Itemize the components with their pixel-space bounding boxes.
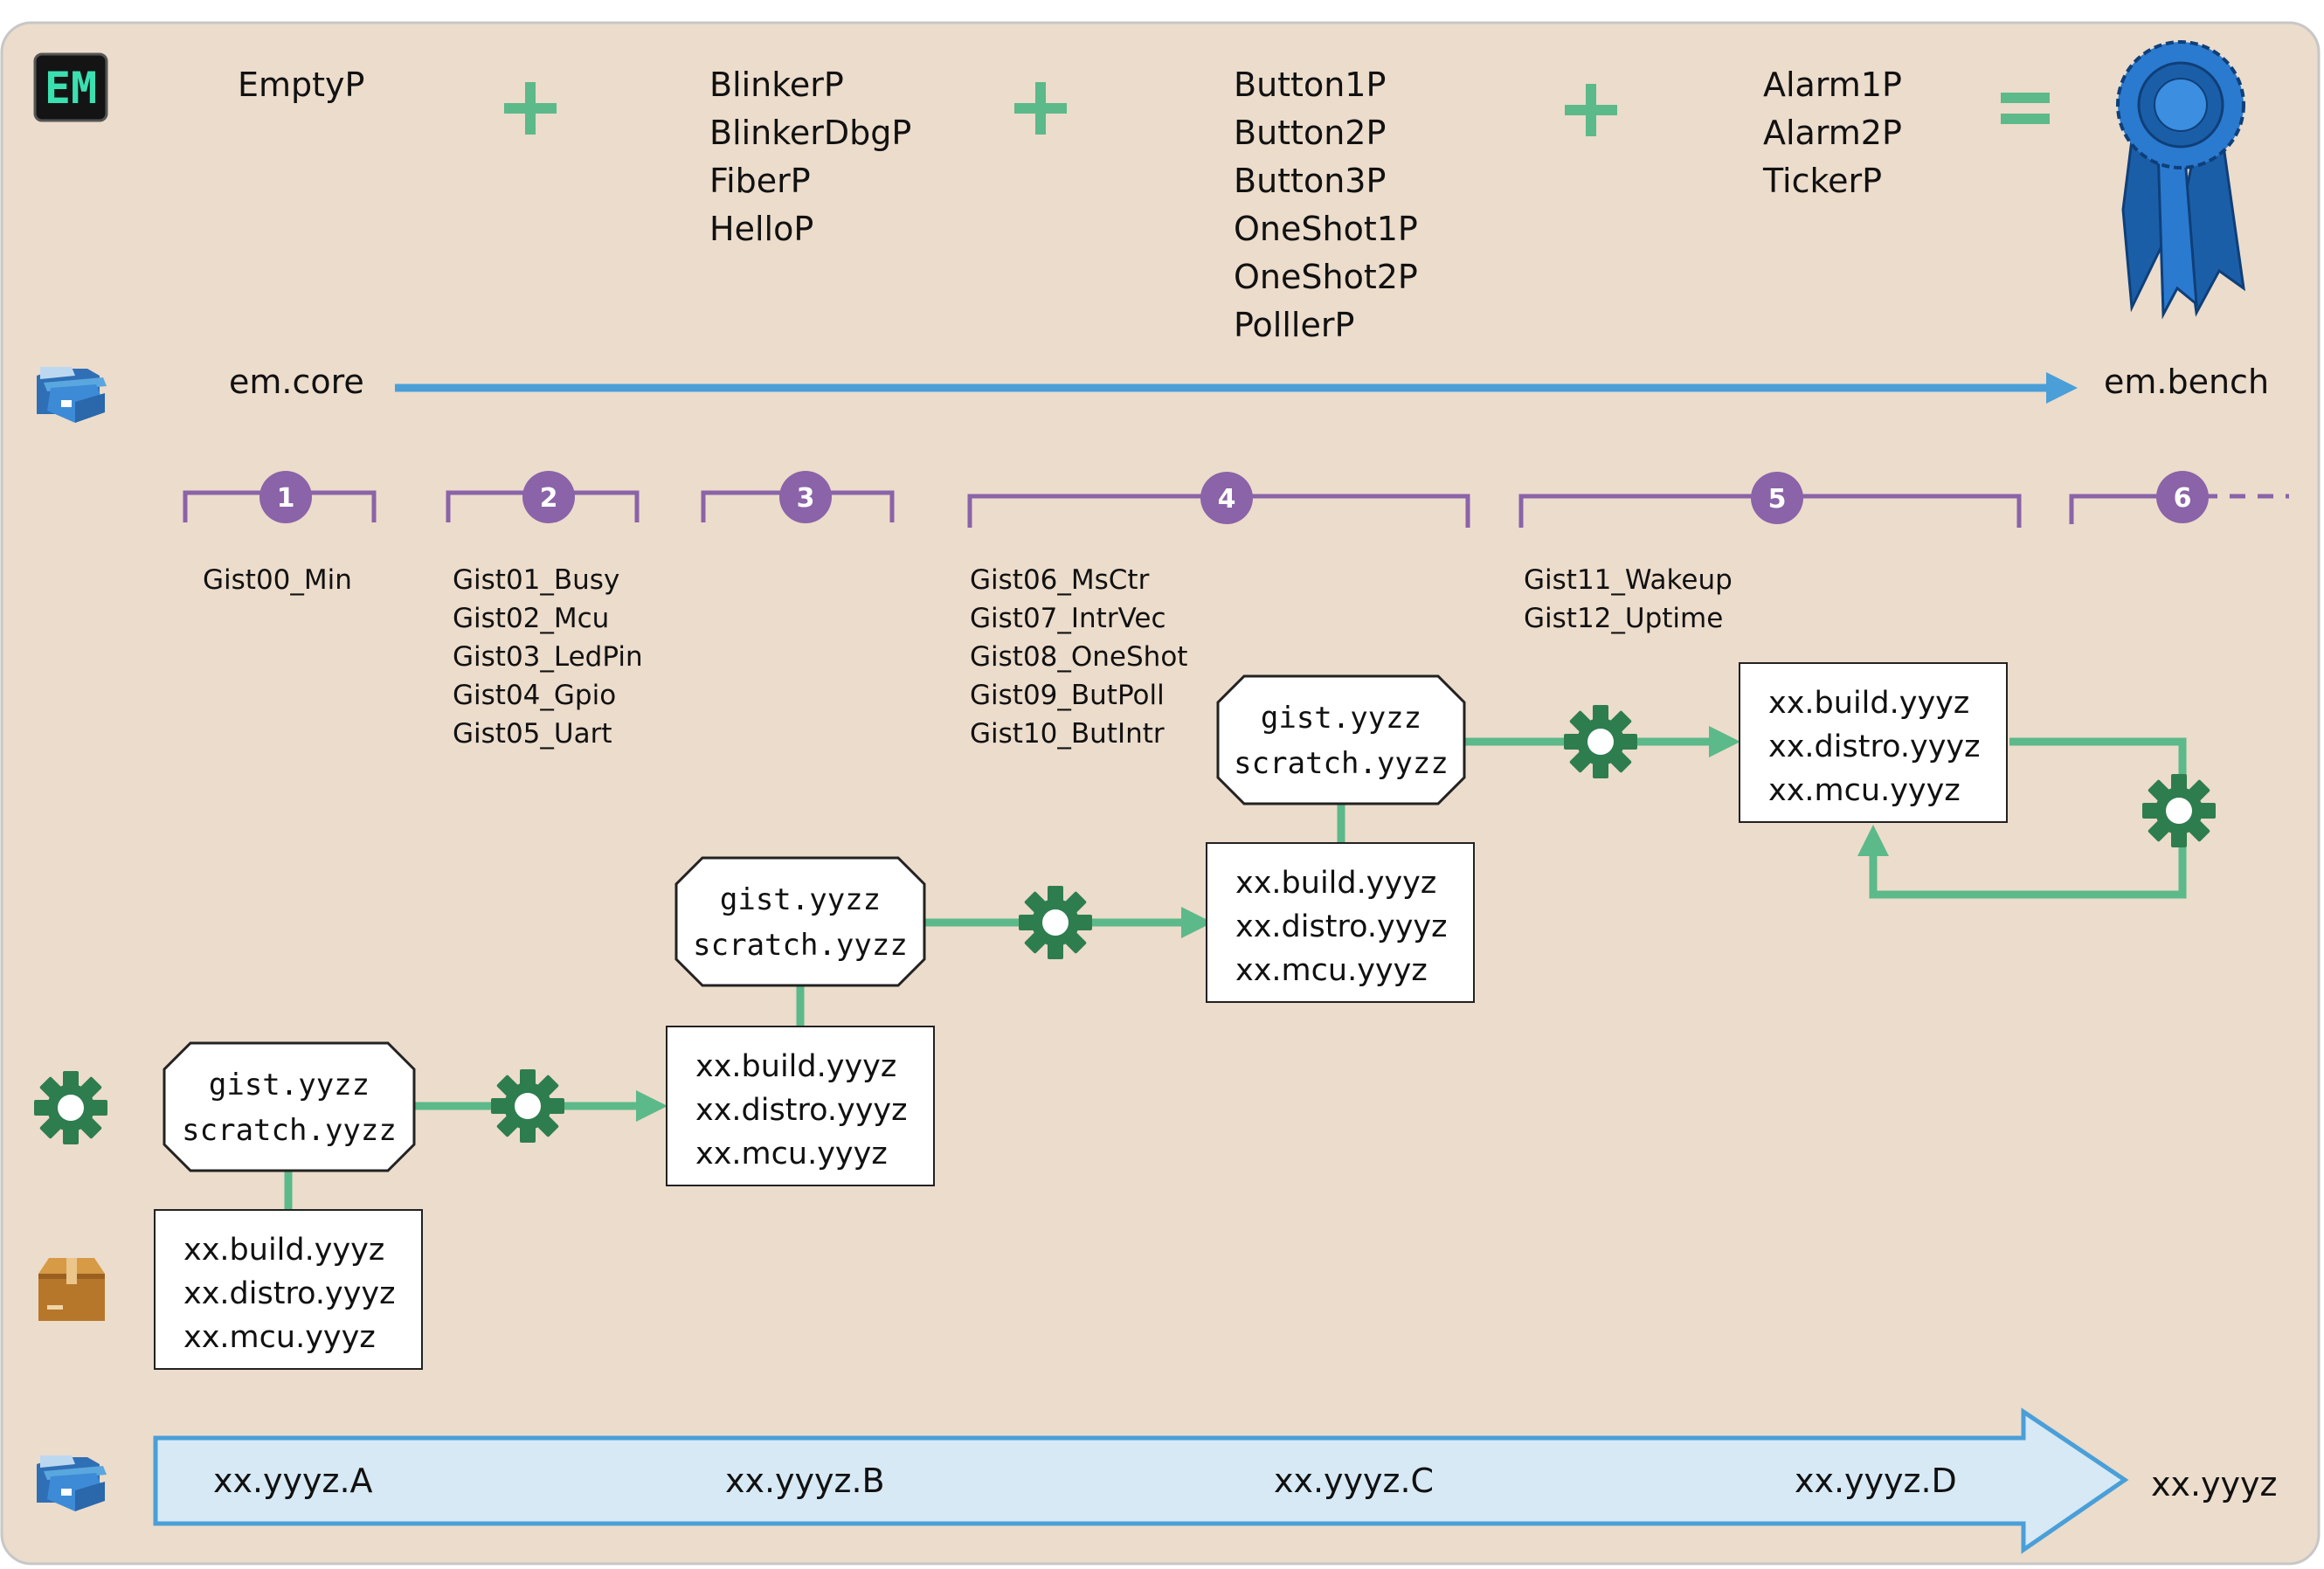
version-label-b: xx.yyyz.B: [725, 1462, 885, 1500]
version-label-a: xx.yyyz.A: [213, 1462, 373, 1500]
output-file: xx.build.yyyz: [1235, 866, 1437, 901]
package-label: OneShot1P: [1234, 210, 1418, 248]
source-file: scratch.yyzz: [1234, 746, 1449, 781]
output-file: xx.distro.yyyz: [1235, 909, 1448, 944]
repo-progress-arrow: [395, 372, 2078, 404]
package-label: EmptyP: [238, 66, 365, 104]
build-gear-2: [1019, 886, 1092, 959]
package-label: FiberP: [709, 162, 811, 200]
package-label: Alarm2P: [1763, 114, 1902, 152]
source-file: gist.yyzz: [208, 1068, 370, 1102]
package-label: Button2P: [1234, 114, 1387, 152]
em-logo-icon: EM: [33, 52, 108, 122]
flow-arrowheads: [636, 726, 1889, 1122]
output-file: xx.distro.yyyz: [1768, 729, 1981, 764]
gear-icon: [34, 1071, 107, 1144]
output-file: xx.mcu.yyyz: [1768, 773, 1961, 808]
output-box-3: xx.build.yyyz xx.distro.yyyz xx.mcu.yyyz: [1206, 842, 1475, 1003]
ribbon-award-icon: [2116, 40, 2245, 320]
diagram-background: [0, 21, 2321, 1566]
source-file: scratch.yyzz: [693, 928, 908, 963]
source-file: gist.yyzz: [719, 882, 882, 917]
step-circle-4: 4: [1200, 472, 1253, 524]
gist-label: Gist06_MsCtr: [970, 564, 1150, 596]
gist-label: Gist04_Gpio: [453, 680, 617, 711]
svg-text:2: 2: [540, 483, 558, 514]
gist-label: Gist10_ButIntr: [970, 718, 1165, 750]
gist-label: Gist01_Busy: [453, 564, 620, 596]
svg-text:1: 1: [277, 483, 295, 514]
output-file: xx.distro.yyyz: [695, 1093, 908, 1128]
package-group-1: EmptyP: [238, 61, 364, 109]
gist-label: Gist11_Wakeup: [1524, 564, 1733, 596]
output-file: xx.build.yyyz: [695, 1049, 897, 1084]
version-band-arrow: [153, 1407, 2129, 1554]
package-label: OneShot2P: [1234, 258, 1418, 296]
repo-end-label: em.bench: [2104, 363, 2270, 401]
output-file: xx.mcu.yyyz: [695, 1137, 888, 1172]
package-label: TickerP: [1763, 162, 1883, 200]
source-octagons: [163, 674, 1466, 1172]
package-box-icon: [38, 1258, 105, 1321]
step-circle-3: 3: [779, 471, 832, 523]
step-1-gists: Gist00_Min: [203, 561, 352, 599]
step-circle-5: 5: [1751, 472, 1803, 524]
version-label-c: xx.yyyz.C: [1274, 1462, 1435, 1500]
output-file: xx.build.yyyz: [183, 1233, 385, 1268]
svg-text:5: 5: [1768, 484, 1787, 515]
equals-sign: [2001, 93, 2050, 124]
final-version-label: xx.yyyz: [2151, 1465, 2278, 1503]
source-box-1: gist.yyzz scratch.yyzz: [164, 1062, 414, 1153]
output-file: xx.mcu.yyyz: [183, 1320, 376, 1355]
repo-start-label: em.core: [229, 363, 364, 401]
package-label: Button3P: [1234, 162, 1387, 200]
plus-sign-2: [1014, 82, 1067, 135]
package-label: BlinkerP: [709, 66, 844, 104]
build-gear-4: [2142, 774, 2216, 847]
build-gear-1: [491, 1069, 564, 1143]
output-file: xx.distro.yyyz: [183, 1276, 396, 1311]
package-label: BlinkerDbgP: [709, 114, 912, 152]
source-file: gist.yyzz: [1260, 701, 1422, 736]
step-2-gists: Gist01_Busy Gist02_Mcu Gist03_LedPin Gis…: [453, 561, 643, 753]
package-group-2: BlinkerP BlinkerDbgP FiberP HelloP: [709, 61, 911, 253]
output-box-1: xx.build.yyyz xx.distro.yyyz xx.mcu.yyyz: [154, 1209, 423, 1370]
plus-sign-1: [504, 82, 557, 135]
gist-label: Gist03_LedPin: [453, 641, 643, 673]
source-box-3: gist.yyzz scratch.yyzz: [1218, 695, 1464, 786]
gist-label: Gist09_ButPoll: [970, 680, 1165, 711]
version-label-d: xx.yyyz.D: [1795, 1462, 1957, 1500]
gist-label: Gist12_Uptime: [1524, 603, 1724, 634]
gist-label: Gist05_Uart: [453, 718, 612, 750]
gist-label: Gist00_Min: [203, 564, 352, 596]
package-label: Alarm1P: [1763, 66, 1902, 104]
package-group-4: Alarm1P Alarm2P TickerP: [1763, 61, 1902, 205]
svg-text:3: 3: [797, 483, 815, 514]
svg-text:4: 4: [1218, 484, 1236, 515]
step-5-gists: Gist11_Wakeup Gist12_Uptime: [1524, 561, 1733, 638]
step-4-gists: Gist06_MsCtr Gist07_IntrVec Gist08_OneSh…: [970, 561, 1187, 753]
plus-sign-3: [1565, 84, 1617, 136]
output-box-4: xx.build.yyyz xx.distro.yyyz xx.mcu.yyyz: [1739, 662, 2008, 823]
build-gear-3: [1564, 705, 1637, 778]
package-label: Button1P: [1234, 66, 1387, 104]
output-box-2: xx.build.yyyz xx.distro.yyyz xx.mcu.yyyz: [666, 1026, 935, 1186]
em-logo-text: EM: [45, 63, 97, 114]
source-box-2: gist.yyzz scratch.yyzz: [676, 877, 924, 968]
source-file: scratch.yyzz: [182, 1113, 397, 1148]
step-circle-1: 1: [259, 471, 312, 523]
gist-label: Gist08_OneShot: [970, 641, 1188, 673]
svg-text:6: 6: [2174, 483, 2192, 514]
step-circle-2: 2: [522, 471, 575, 523]
package-label: HelloP: [709, 210, 814, 248]
output-file: xx.mcu.yyyz: [1235, 953, 1428, 988]
step-circle-6: 6: [2156, 471, 2209, 523]
gist-label: Gist02_Mcu: [453, 603, 610, 634]
package-group-3: Button1P Button2P Button3P OneShot1P One…: [1234, 61, 1418, 349]
package-label: PolllerP: [1234, 306, 1355, 344]
output-file: xx.build.yyyz: [1768, 686, 1970, 721]
gist-label: Gist07_IntrVec: [970, 603, 1166, 634]
